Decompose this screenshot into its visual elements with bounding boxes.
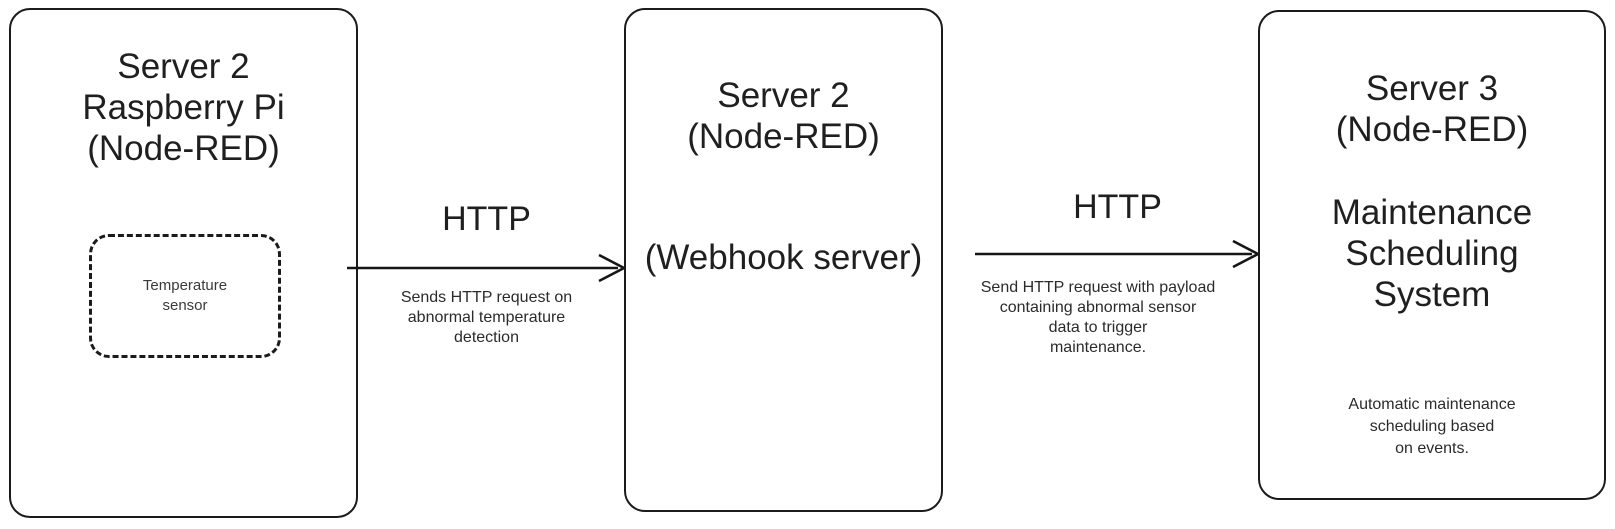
node-server-3-maintenance[interactable]: Server 3 (Node-RED) Maintenance Scheduli…	[1258, 10, 1606, 500]
arrow-webhook-to-maintenance	[975, 239, 1261, 269]
temperature-sensor-box[interactable]: Temperature sensor	[89, 234, 281, 358]
node-subtitle: (Webhook server)	[644, 238, 923, 277]
node-title: Server 2 (Node-RED)	[687, 76, 880, 156]
arrow-rpi-to-webhook	[347, 253, 627, 283]
temperature-sensor-label: Temperature sensor	[142, 277, 228, 314]
edge-caption-send-http-payload: Send HTTP request with payload containin…	[980, 279, 1216, 356]
node-caption: Automatic maintenance scheduling based o…	[1348, 396, 1516, 457]
edge-caption-sends-http-request: Sends HTTP request on abnormal temperatu…	[400, 289, 573, 346]
node-server-2-webhook[interactable]: Server 2 (Node-RED) (Webhook server)	[624, 8, 943, 512]
node-subtitle: Maintenance Scheduling System	[1331, 193, 1533, 314]
node-title: Server 2 Raspberry Pi (Node-RED)	[82, 47, 285, 168]
edge-label-http-2: HTTP	[1073, 188, 1162, 226]
edge-label-http-1: HTTP	[442, 200, 531, 238]
node-title: Server 3 (Node-RED)	[1335, 69, 1529, 149]
node-server-2-raspberry-pi[interactable]: Server 2 Raspberry Pi (Node-RED) Tempera…	[9, 8, 358, 518]
